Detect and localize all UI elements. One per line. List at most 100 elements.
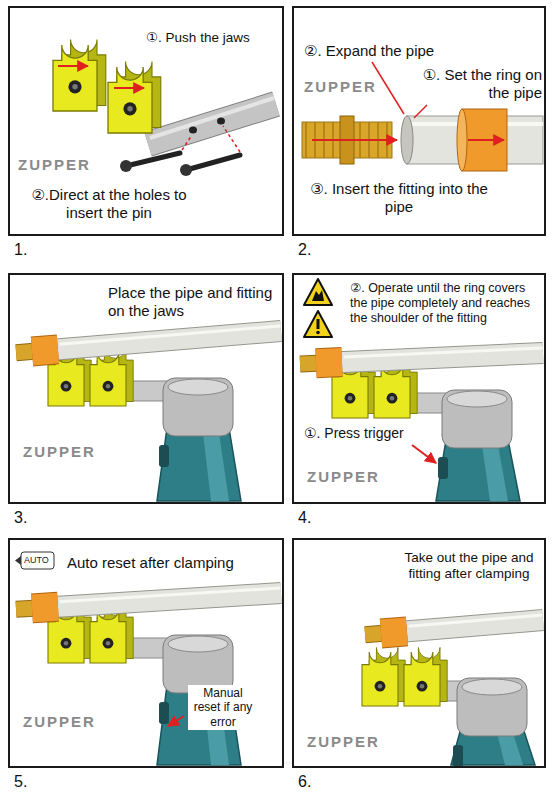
fitting-rib	[305, 122, 307, 158]
press-ring	[32, 607, 58, 609]
jaw-pin-core	[64, 384, 69, 389]
pipe-shine	[60, 588, 281, 602]
jaw-pin	[103, 381, 114, 392]
pipe-shine	[409, 615, 543, 626]
fitting-edge	[16, 608, 34, 609]
step2-parts	[302, 62, 543, 171]
jaw-face	[362, 652, 398, 706]
jaw	[108, 62, 161, 134]
watermark: ZUPPER	[23, 713, 96, 730]
jaw-face	[404, 652, 440, 706]
warning-icon	[304, 311, 332, 337]
step-panel: Auto reset after clampingManual reset if…	[8, 538, 284, 768]
fitting	[300, 356, 318, 372]
press-ring-edge	[381, 631, 407, 633]
guide-line	[223, 126, 240, 152]
auto-icon-frame	[21, 552, 54, 569]
pipe	[322, 353, 543, 363]
jaw-pin	[417, 681, 428, 692]
guide-line	[182, 135, 192, 150]
step-number: 6.	[298, 772, 311, 791]
press-ring	[32, 349, 58, 351]
head-cap	[168, 379, 228, 395]
jaw-pin-core	[72, 84, 78, 90]
jaw-pin	[103, 638, 114, 649]
step-text: Place the pipe and fitting on the jaws	[108, 284, 280, 320]
head-cap	[447, 391, 507, 407]
step-number: 5.	[14, 772, 27, 791]
red-arrow	[312, 139, 397, 141]
red-arrow	[168, 716, 184, 726]
step-panel: ②. Expand the pipe①. Set the ring on the…	[292, 6, 546, 236]
arm-shine	[150, 98, 274, 138]
step-number: 2.	[298, 240, 311, 259]
tool-scene	[15, 552, 281, 765]
pin-hole	[217, 118, 225, 125]
jaw-pin	[345, 393, 356, 404]
step-text: Take out the pipe and fitting after clam…	[394, 550, 544, 582]
warning-triangle	[304, 279, 332, 305]
auto-icon-arrow	[15, 556, 21, 565]
red-arrow	[114, 87, 144, 89]
jaw-pin-core	[390, 396, 395, 401]
step-text: ①. Press trigger	[304, 425, 434, 442]
jaw-face	[90, 609, 126, 663]
press-ring-edge	[316, 362, 342, 363]
tool-trigger	[159, 702, 169, 724]
exclamation-bar	[317, 319, 320, 329]
jaw-pin	[123, 102, 136, 115]
step-number: 3.	[14, 508, 27, 527]
hand-symbol	[312, 290, 324, 301]
jaw-pin-core	[420, 684, 425, 689]
red-arrow	[468, 139, 504, 141]
tool-head	[442, 390, 512, 448]
step-text: Auto reset after clamping	[67, 554, 277, 572]
tool-scene	[362, 615, 543, 767]
fitting-edge	[16, 351, 34, 352]
tool-handle	[157, 428, 241, 501]
tool-handle	[436, 440, 520, 501]
fitting-edge	[300, 355, 318, 373]
jaw-face	[53, 45, 97, 111]
jaw-pin-core	[348, 396, 353, 401]
pin-head	[120, 160, 132, 172]
tool-scene	[16, 326, 281, 501]
watermark: ZUPPER	[307, 468, 380, 485]
fitting-edge	[365, 633, 383, 634]
jaw-pin	[375, 681, 386, 692]
pin-head	[180, 164, 192, 176]
step-text: ②.Direct at the holes to insert the pin	[25, 186, 193, 222]
warning-triangle	[304, 311, 332, 337]
pipe-edge	[322, 353, 543, 363]
press-ring-edge	[32, 349, 58, 351]
callout-text: Manual reset if any error	[188, 685, 258, 730]
press-ring-edge	[32, 607, 58, 609]
tool-arm	[148, 104, 276, 144]
watermark: ZUPPER	[23, 443, 96, 460]
watermark: ZUPPER	[18, 156, 91, 173]
jaw-pin	[61, 381, 72, 392]
pin	[186, 155, 240, 170]
jaw-face	[108, 67, 152, 133]
jaw-pin	[68, 80, 81, 93]
warning-icon	[304, 279, 332, 305]
tool-trigger	[438, 457, 448, 479]
tool-head	[457, 678, 527, 736]
step-panel: Place the pipe and fitting on the jaws3.	[8, 273, 284, 504]
press-ring	[381, 631, 407, 633]
press-ring	[462, 109, 507, 171]
fitting	[365, 633, 383, 634]
fitting	[16, 351, 34, 352]
jaw-pin-core	[106, 641, 111, 646]
tool-scene	[300, 279, 543, 501]
red-arrow	[412, 445, 436, 463]
jaw-face	[374, 364, 410, 418]
pipe-mouth	[401, 116, 413, 164]
jaw-pin-core	[127, 106, 133, 112]
jaw-pin-core	[64, 641, 69, 646]
tool-trigger	[453, 745, 463, 767]
jaw-face	[90, 352, 126, 406]
